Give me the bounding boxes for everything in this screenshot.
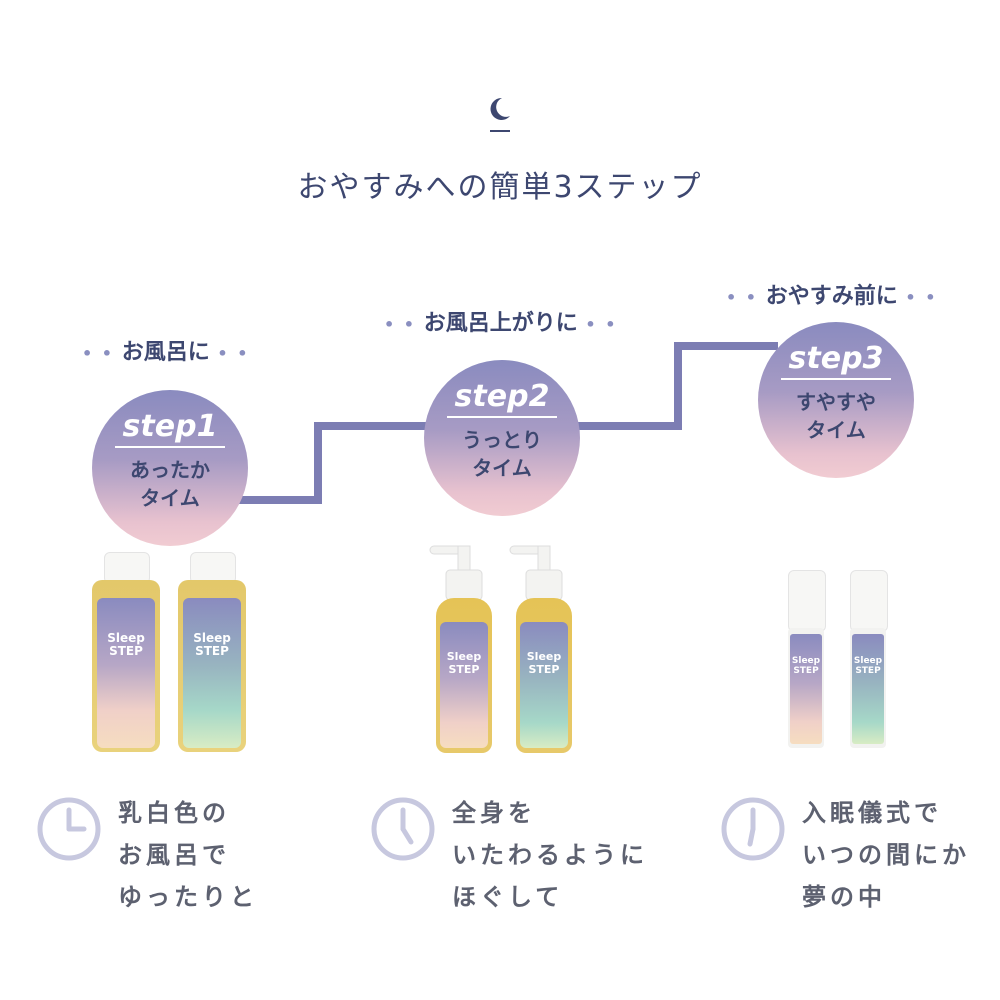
step1-description: 乳白色の お風呂で ゆったりと [118, 799, 258, 911]
step1-timing-label: • • お風呂に • • [82, 340, 250, 365]
step2-name-line1: うっとり [462, 428, 542, 452]
step3-product-bottle-b: Sleep STEP [848, 570, 890, 750]
clock-icon [721, 797, 785, 861]
step2-description: 全身を いたわるように ほぐして [452, 799, 648, 911]
step3-number: step3 [780, 342, 892, 380]
step2-name-line2: タイム [472, 456, 532, 480]
step3-product-bottle-a: Sleep STEP [786, 570, 828, 750]
step1-product-bottle-a: Sleep STEP [92, 552, 162, 752]
step2-badge: step2 うっとり タイム [424, 360, 580, 516]
step2-number: step2 [446, 380, 558, 418]
page-title: おやすみへの簡単3ステップ [297, 170, 703, 205]
step3-name-line2: タイム [806, 418, 866, 442]
crescent-moon-icon [490, 97, 510, 132]
step2-product-bottle-a: Sleep STEP [428, 540, 498, 755]
step3-description: 入眠儀式で いつの間にか 夢の中 [802, 799, 970, 911]
step1-product-bottle-b: Sleep STEP [178, 552, 248, 752]
step1-number: step1 [114, 410, 226, 448]
step2-timing-label: • • お風呂上がりに • • [384, 311, 618, 336]
step1-name-line1: あったか [130, 458, 210, 482]
step2-product-bottle-b: Sleep STEP [508, 540, 578, 755]
step1-badge: step1 あったか タイム [92, 390, 248, 546]
clock-icon [37, 797, 101, 861]
step3-name-line1: すやすや [796, 390, 876, 414]
step3-timing-label: • • おやすみ前に • • [726, 284, 938, 309]
step3-badge: step3 すやすや タイム [758, 322, 914, 478]
step1-name-line2: タイム [140, 486, 200, 510]
clock-icon [371, 797, 435, 861]
